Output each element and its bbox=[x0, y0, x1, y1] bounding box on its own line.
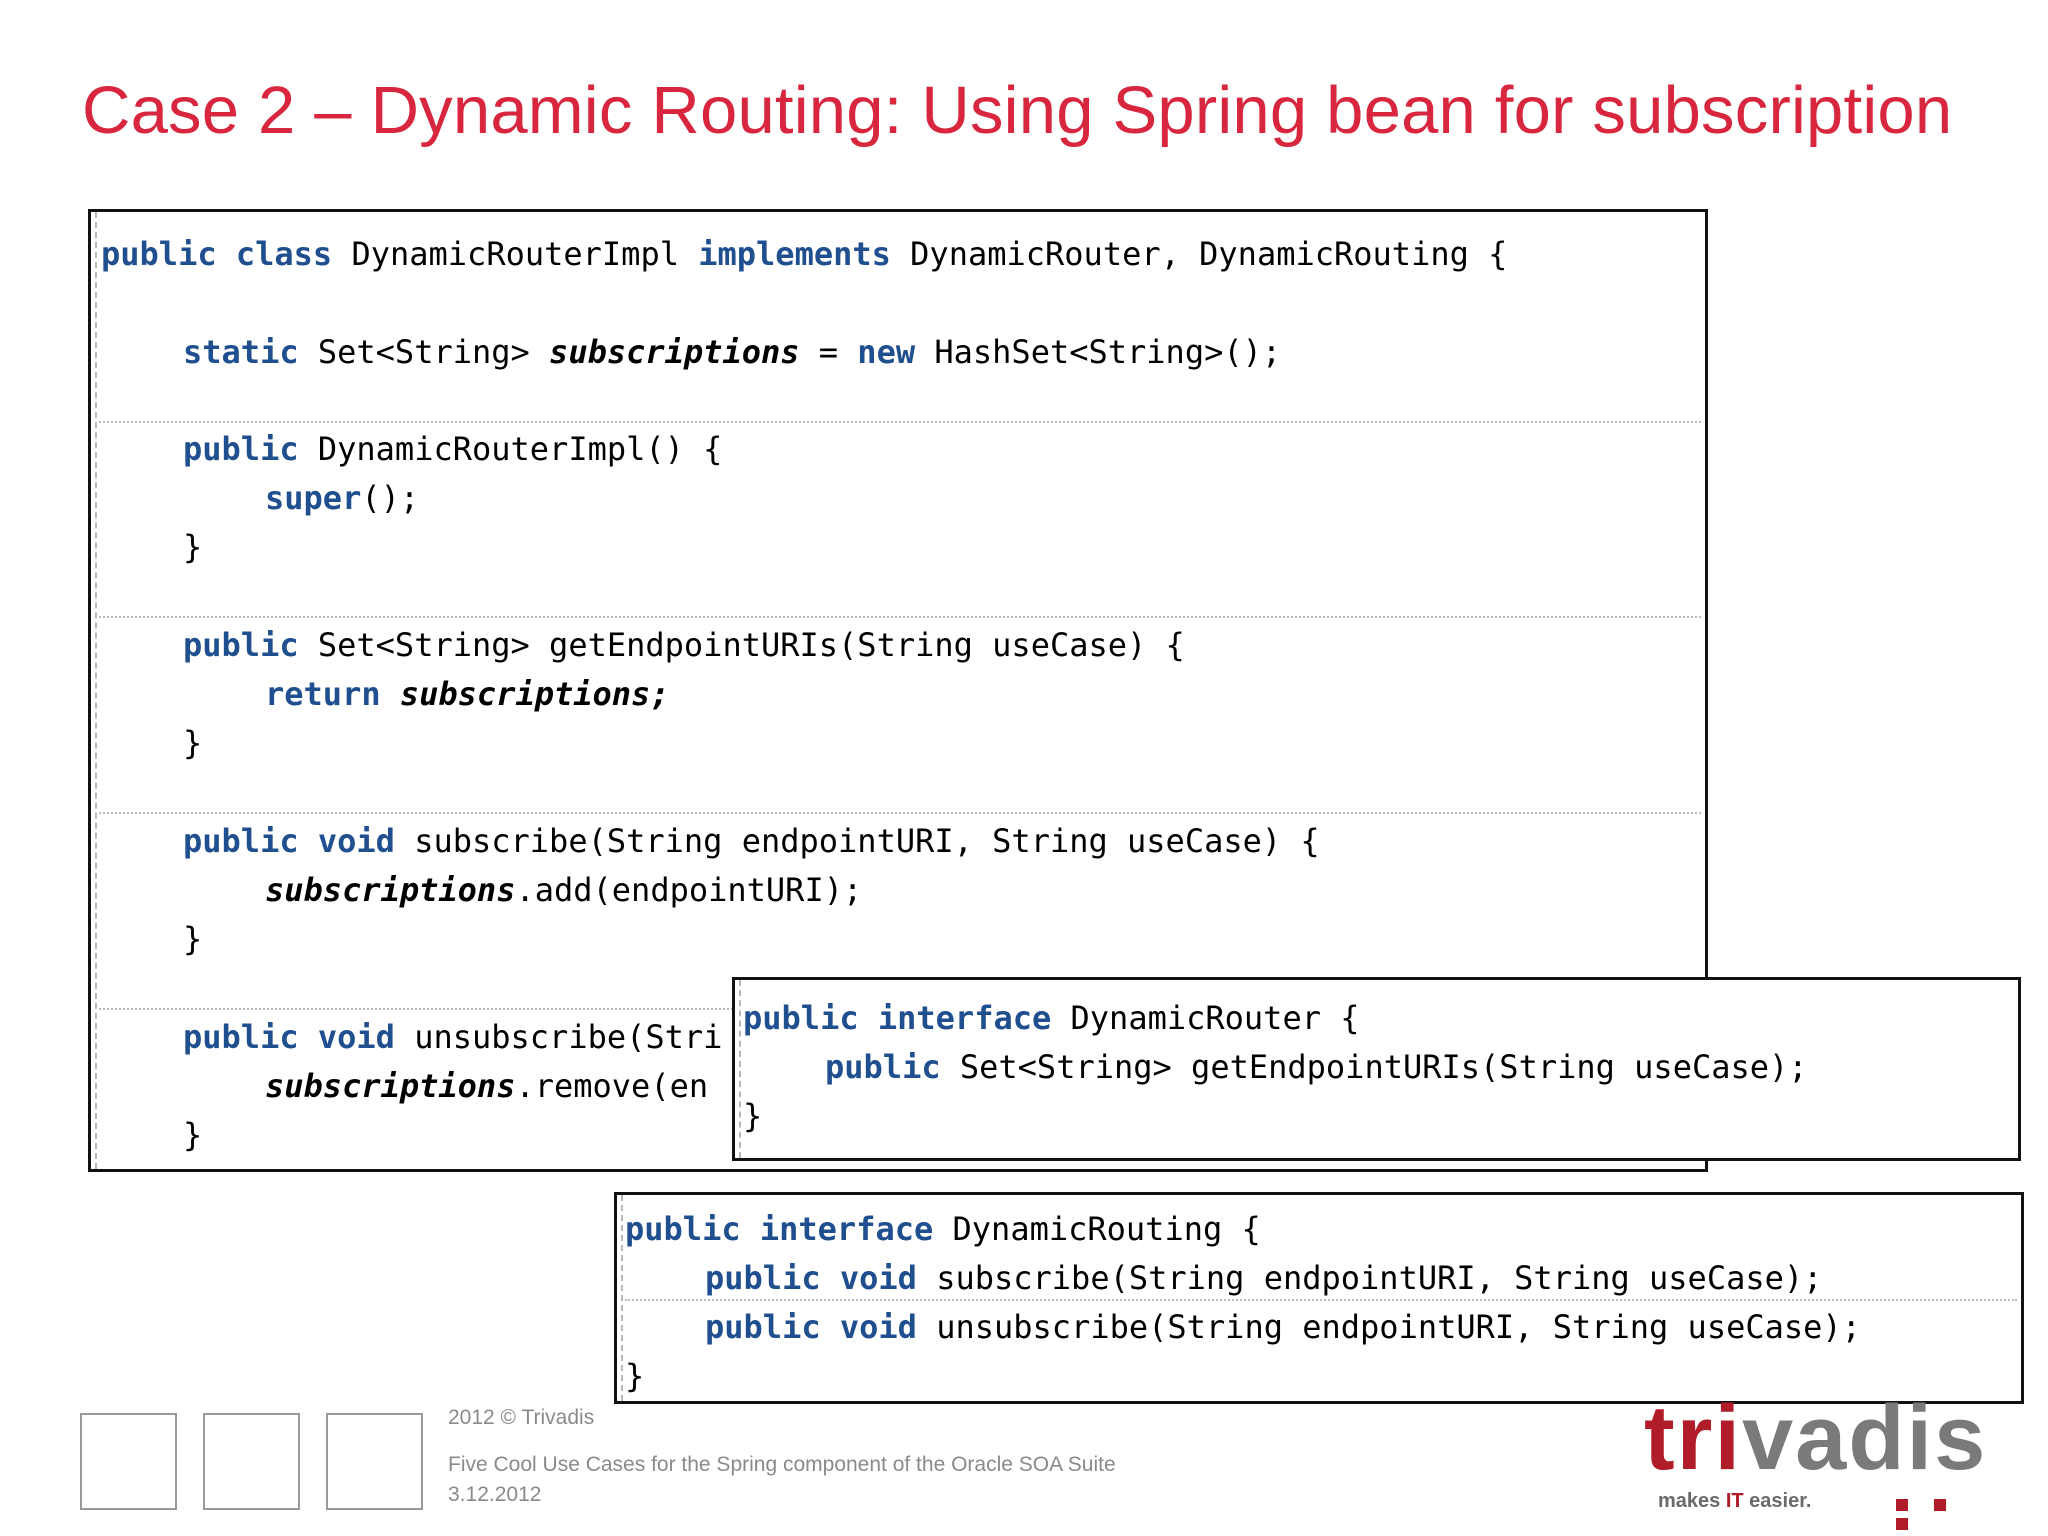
code-text: subscribe(String endpointURI, String use… bbox=[916, 1259, 1823, 1297]
slide-title: Case 2 – Dynamic Routing: Using Spring b… bbox=[82, 73, 1953, 148]
code-keyword: static bbox=[183, 333, 299, 371]
code-text: subscribe(String endpointURI, String use… bbox=[394, 822, 1320, 860]
code-keyword: public void bbox=[183, 1018, 395, 1056]
code-text: Set<String> bbox=[298, 333, 550, 371]
code-text: } bbox=[183, 528, 203, 566]
code-keyword: public bbox=[825, 1048, 941, 1086]
code-keyword: public void bbox=[705, 1308, 917, 1346]
code-line-brace: } bbox=[743, 1096, 2018, 1136]
code-keyword: public class bbox=[101, 235, 333, 273]
footer-square bbox=[203, 1413, 300, 1510]
footer-date: 3.12.2012 bbox=[448, 1483, 542, 1506]
logo-dots bbox=[1896, 1496, 1994, 1534]
code-line-unsubscribe: public void unsubscribe(Stri bbox=[183, 1017, 1705, 1057]
code-line-brace: } bbox=[183, 1115, 1705, 1155]
code-text: } bbox=[183, 724, 203, 762]
code-text: DynamicRouterImpl() { bbox=[298, 430, 723, 468]
code-line-brace: } bbox=[183, 527, 1705, 567]
code-text: DynamicRouterImpl bbox=[332, 235, 699, 273]
code-line-field: static Set<String> subscriptions = new H… bbox=[183, 332, 1705, 372]
code-text: Set<String> getEndpointURIs(String useCa… bbox=[940, 1048, 1808, 1086]
dynamic-router-interface-code: public interface DynamicRouter { public … bbox=[732, 977, 2021, 1161]
code-keyword: public bbox=[183, 626, 299, 664]
code-line-super: super(); bbox=[265, 478, 1705, 518]
code-line-subscribe: public void subscribe(String endpointURI… bbox=[705, 1258, 2021, 1298]
code-line-add: subscriptions.add(endpointURI); bbox=[265, 870, 1705, 910]
code-separator bbox=[99, 812, 1701, 814]
code-text bbox=[381, 675, 400, 713]
code-line-unsubscribe: public void unsubscribe(String endpointU… bbox=[705, 1307, 2021, 1347]
code-line-class-decl: public class DynamicRouterImpl implement… bbox=[101, 234, 1705, 274]
code-line-brace: } bbox=[183, 919, 1705, 959]
dynamic-routing-interface-code: public interface DynamicRouting { public… bbox=[614, 1192, 2024, 1404]
code-text: } bbox=[183, 920, 203, 958]
code-text: } bbox=[625, 1357, 645, 1395]
code-text: } bbox=[743, 1097, 763, 1135]
footer-square bbox=[326, 1413, 423, 1510]
code-field: subscriptions bbox=[265, 1067, 516, 1105]
footer-copyright: 2012 © Trivadis bbox=[448, 1406, 595, 1429]
code-line-brace: } bbox=[183, 723, 1705, 763]
code-text: (); bbox=[361, 479, 420, 517]
code-line-get-endpoints: public Set<String> getEndpointURIs(Strin… bbox=[183, 625, 1705, 665]
code-line-remove: subscriptions.remove(en bbox=[265, 1066, 1705, 1106]
code-gutter bbox=[95, 212, 97, 1169]
code-line-interface-decl: public interface DynamicRouting { bbox=[625, 1209, 2021, 1249]
code-separator bbox=[99, 616, 1701, 618]
code-keyword: implements bbox=[698, 235, 891, 273]
code-field: subscriptions bbox=[265, 871, 516, 909]
code-text: DynamicRouter { bbox=[1051, 999, 1360, 1037]
logo-tagline: makes IT easier. bbox=[1658, 1490, 1812, 1512]
code-field: subscriptions bbox=[549, 333, 800, 371]
code-keyword: public interface bbox=[625, 1210, 934, 1248]
code-line-return: return subscriptions; bbox=[265, 674, 1705, 714]
code-keyword: super bbox=[265, 479, 362, 517]
code-line-constructor: public DynamicRouterImpl() { bbox=[183, 429, 1705, 469]
code-separator bbox=[625, 1299, 2017, 1301]
code-keyword: return bbox=[265, 675, 381, 713]
code-line-subscribe: public void subscribe(String endpointURI… bbox=[183, 821, 1705, 861]
code-keyword: public void bbox=[183, 822, 395, 860]
code-gutter bbox=[621, 1195, 623, 1401]
code-line-method: public Set<String> getEndpointURIs(Strin… bbox=[825, 1047, 2018, 1087]
code-text: DynamicRouter, DynamicRouting { bbox=[890, 235, 1508, 273]
footer-square bbox=[80, 1413, 177, 1510]
code-text: unsubscribe(Stri bbox=[394, 1018, 723, 1056]
trivadis-logo: trivadis makes IT easier. bbox=[1644, 1387, 1994, 1530]
code-text: HashSet<String>(); bbox=[915, 333, 1282, 371]
code-text: Set<String> getEndpointURIs(String useCa… bbox=[298, 626, 1185, 664]
code-text: } bbox=[183, 1116, 203, 1154]
code-text: .add(endpointURI); bbox=[515, 871, 863, 909]
code-text: = bbox=[799, 333, 858, 371]
code-text: unsubscribe(String endpointURI, String u… bbox=[916, 1308, 1861, 1346]
code-keyword: new bbox=[857, 333, 916, 371]
code-line-interface-decl: public interface DynamicRouter { bbox=[743, 998, 2018, 1038]
code-text: .remove(en bbox=[515, 1067, 709, 1105]
code-keyword: public void bbox=[705, 1259, 917, 1297]
code-keyword: public bbox=[183, 430, 299, 468]
code-gutter bbox=[739, 980, 741, 1158]
code-line-brace: } bbox=[625, 1356, 2021, 1396]
code-keyword: public interface bbox=[743, 999, 1052, 1037]
code-separator bbox=[99, 421, 1701, 423]
footer-subtitle: Five Cool Use Cases for the Spring compo… bbox=[448, 1453, 1116, 1476]
code-field: subscriptions; bbox=[399, 675, 670, 713]
code-text: DynamicRouting { bbox=[933, 1210, 1261, 1248]
logo-wordmark: trivadis bbox=[1644, 1387, 1988, 1489]
